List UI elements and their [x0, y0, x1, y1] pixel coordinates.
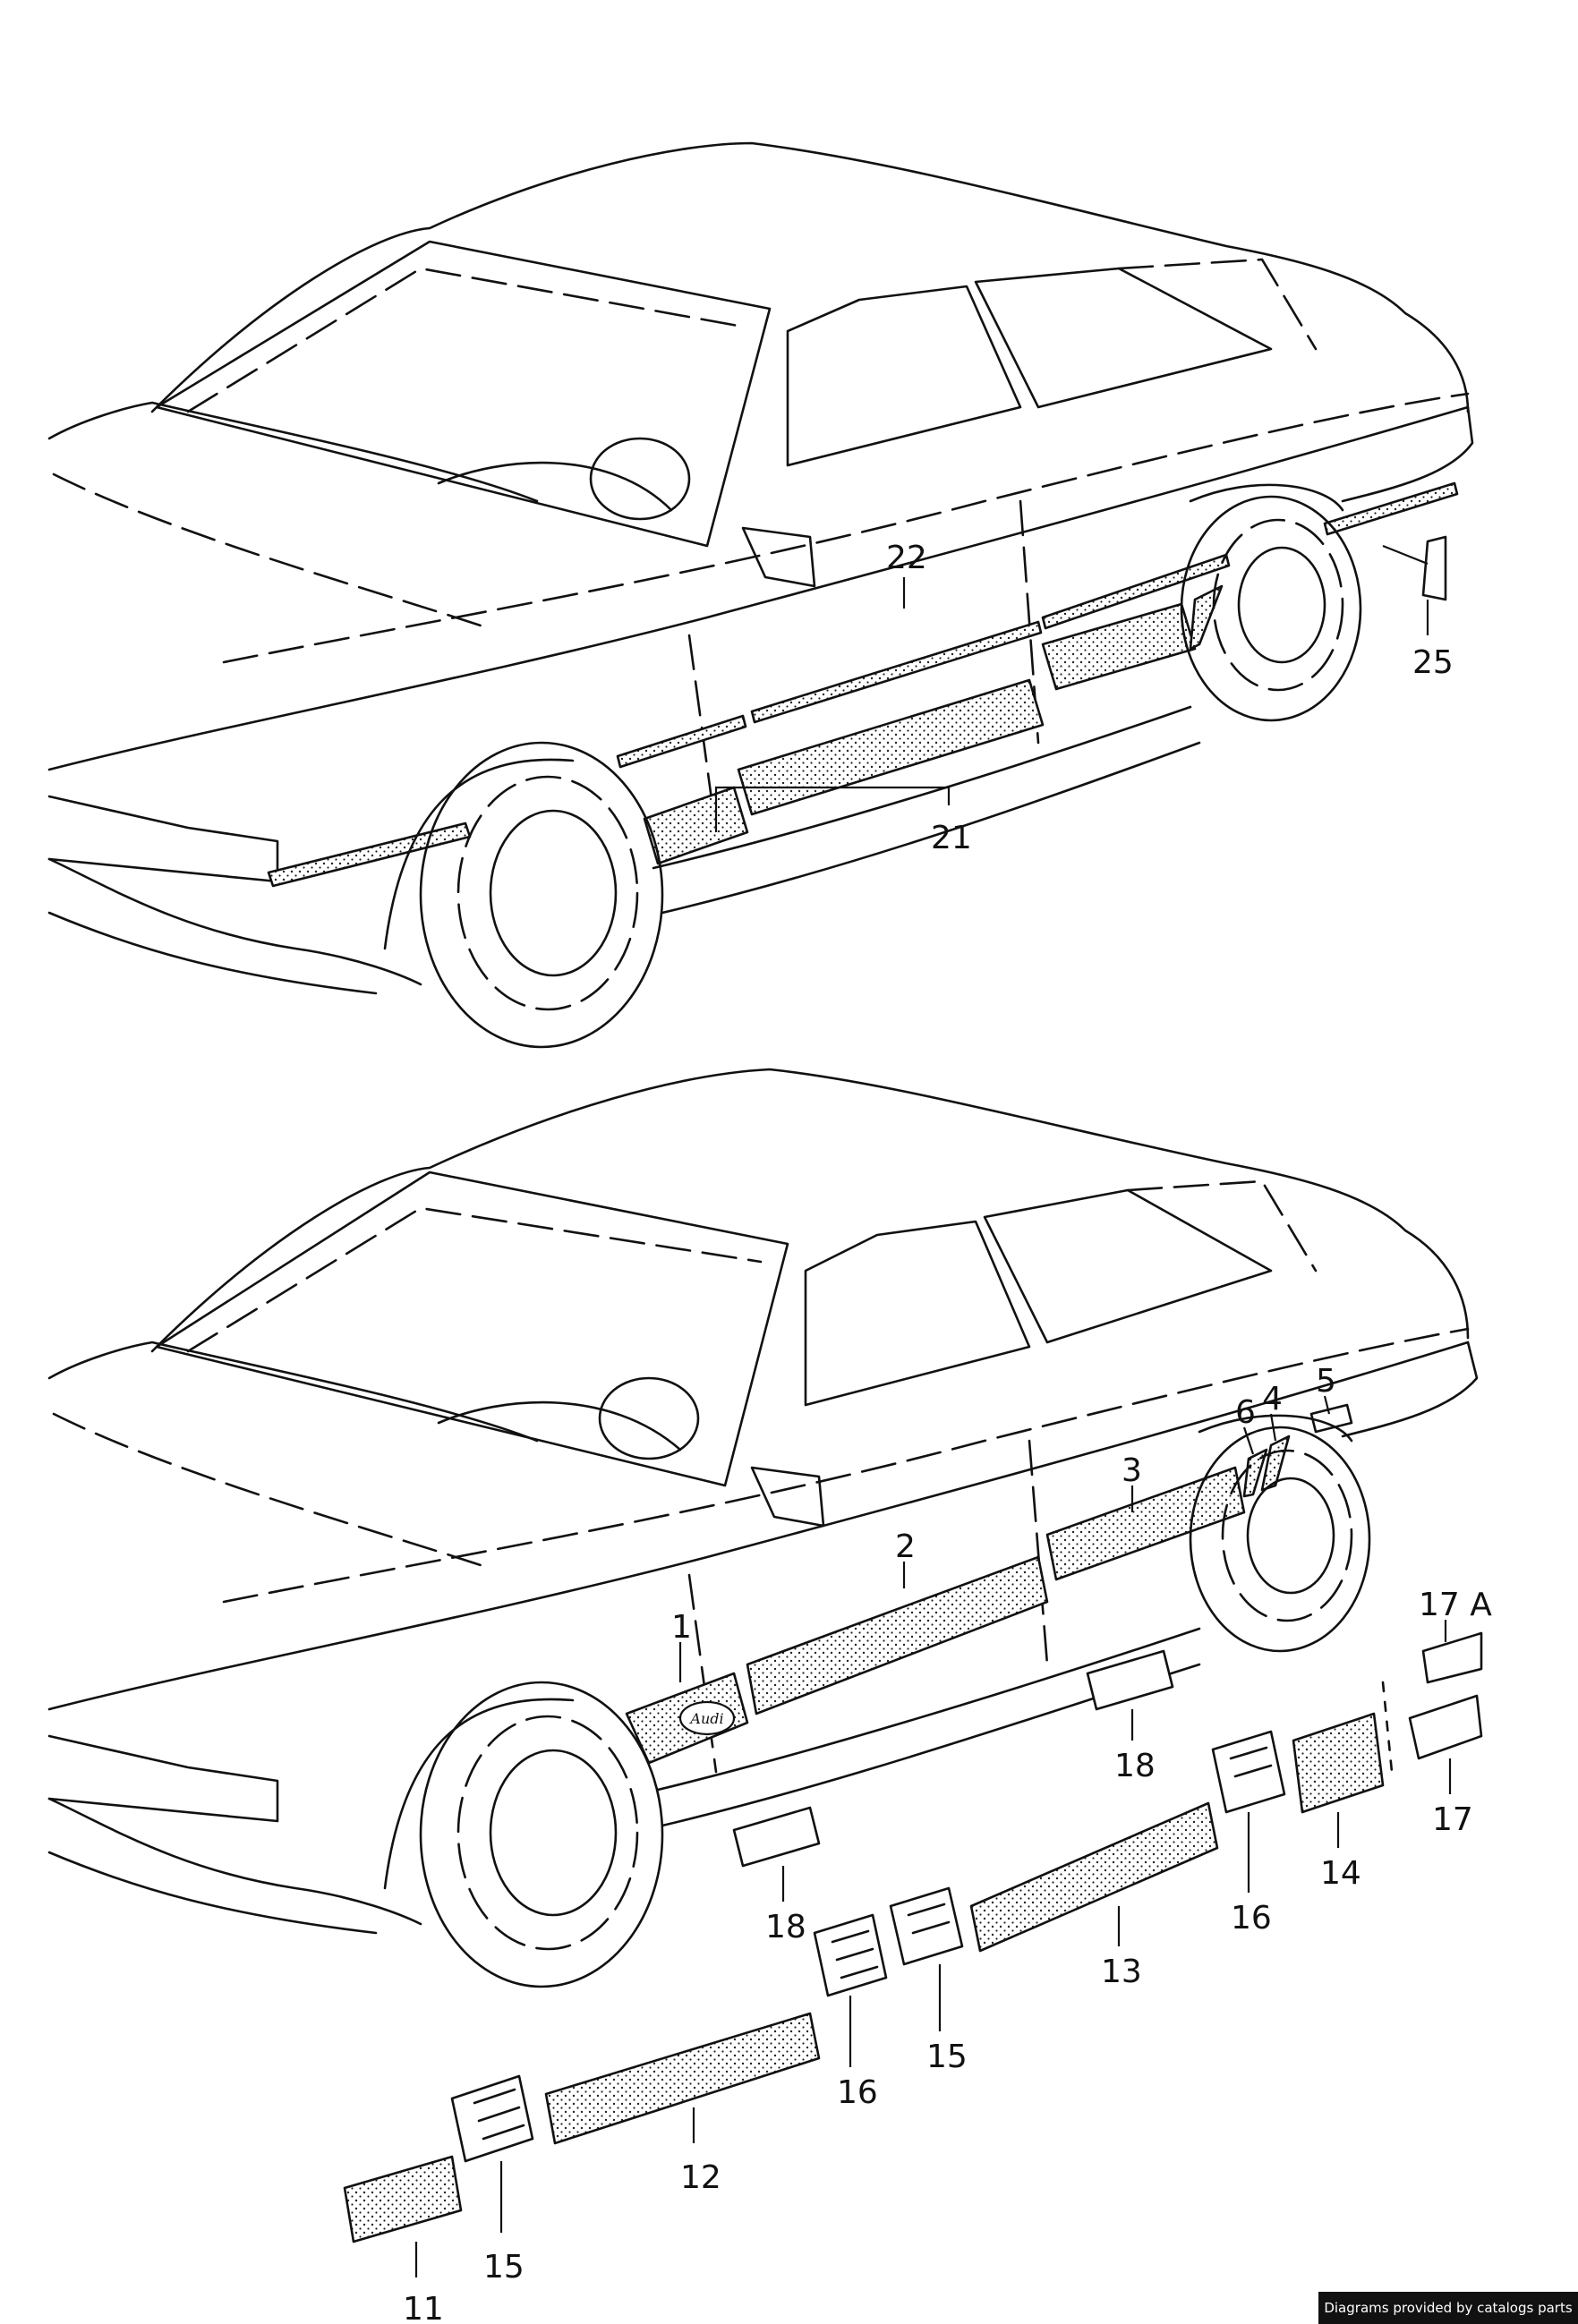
callout-6: 6: [1235, 1394, 1256, 1431]
bottom-car-illustration: Audi: [47, 1068, 1479, 1988]
audi-badge-text: Audi: [688, 1710, 723, 1727]
callout-13: 13: [1101, 1954, 1142, 1990]
callout-11: 11: [403, 2291, 444, 2324]
callout-5: 5: [1316, 1363, 1336, 1400]
callout-1: 1: [671, 1609, 692, 1646]
callout-4: 4: [1262, 1381, 1283, 1417]
callout-21: 21: [931, 820, 972, 856]
callout-15-lower: 15: [483, 2249, 525, 2286]
callout-22: 22: [886, 540, 927, 576]
attribution-footer: Diagrams provided by catalogs parts: [1318, 2292, 1578, 2324]
exploded-parts: [343, 1631, 1483, 2243]
callout-17: 17: [1432, 1801, 1473, 1838]
audi-badge: [678, 1700, 736, 1736]
callout-2: 2: [895, 1528, 916, 1565]
callout-18-upper: 18: [1114, 1748, 1156, 1784]
callout-25: 25: [1412, 644, 1454, 681]
callout-12: 12: [680, 2159, 721, 2196]
top-car-illustration: [47, 141, 1474, 1049]
callout-17a: 17 A: [1419, 1587, 1492, 1623]
callout-16-lower: 16: [837, 2074, 878, 2111]
callout-18-lower: 18: [765, 1909, 806, 1945]
callout-15-upper: 15: [926, 2039, 968, 2075]
callout-16-upper: 16: [1231, 1900, 1272, 1937]
callout-labels: 22 21 25 1 2 3 6 4 5 17 A 18 17 16 14 18…: [403, 540, 1492, 2324]
callout-3: 3: [1122, 1452, 1142, 1489]
leader-lines: [414, 544, 1452, 2277]
callout-14: 14: [1320, 1855, 1361, 1892]
